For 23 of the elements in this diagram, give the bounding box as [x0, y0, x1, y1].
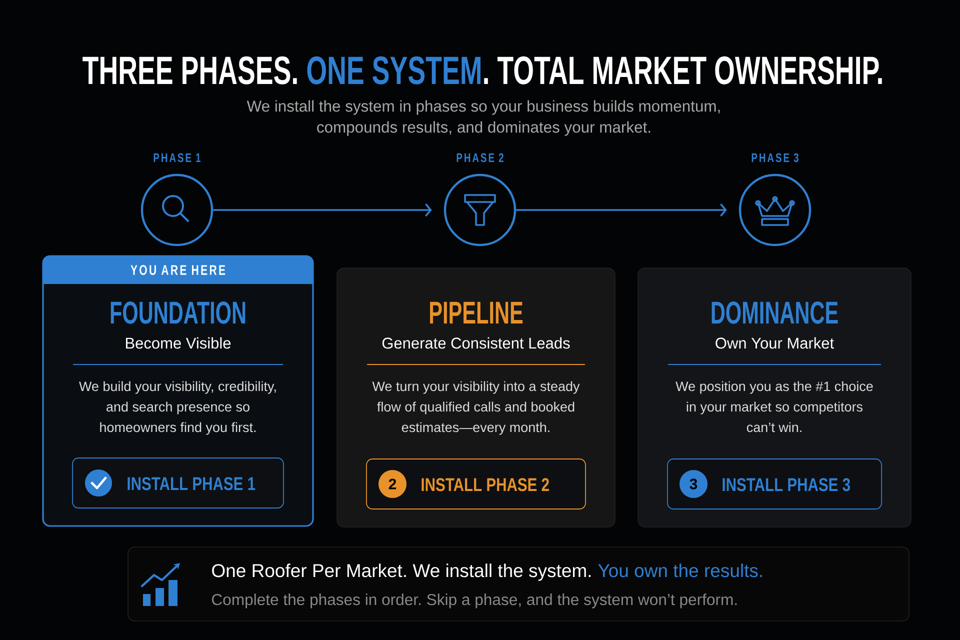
- tagline: One Roofer Per Market. We install the system.: [212, 564, 591, 581]
- note-text: Complete the phases in order. Skip a phase, and the system won’t perform.: [212, 594, 737, 608]
- arrow: [213, 203, 432, 217]
- phase-label: PHASE 3: [752, 153, 798, 162]
- banner: YOU ARE HERE: [43, 256, 313, 284]
- card-subtitle: Become Visible: [126, 337, 231, 349]
- phase-label: PHASE 1: [154, 153, 201, 162]
- number-badge: 3: [680, 470, 708, 498]
- card-heading: DOMINANCE: [712, 302, 838, 324]
- card-heading: FOUNDATION: [110, 302, 246, 324]
- card-heading: PIPELINE: [430, 302, 523, 324]
- phase-label: PHASE 2: [456, 153, 504, 162]
- card-subtitle: Own Your Market: [716, 337, 834, 349]
- install-button: INSTALL PHASE 1: [72, 458, 284, 508]
- card-description: We turn your visibility into a steady flow of qualified calls and booked estimates—every month.: [372, 381, 580, 435]
- card-subtitle: Generate Consistent Leads: [382, 337, 570, 349]
- card-description: We position you as the #1 choice in your market so competitors can’t win.: [676, 381, 873, 432]
- card-description: We build your visibility, credibility, and search presence so homeowners find you first.: [79, 381, 276, 435]
- subtitle: We install the system in phases so your business builds momentum, compounds results, and dominates your market.: [246, 100, 720, 136]
- arrow: [516, 203, 727, 217]
- title: THREE PHASES. ONE SYSTEM. TOTAL MARKET OWNERSHIP.: [82, 56, 882, 84]
- number-badge: 2: [378, 470, 406, 498]
- highlight-text: You own the results.: [598, 564, 762, 578]
